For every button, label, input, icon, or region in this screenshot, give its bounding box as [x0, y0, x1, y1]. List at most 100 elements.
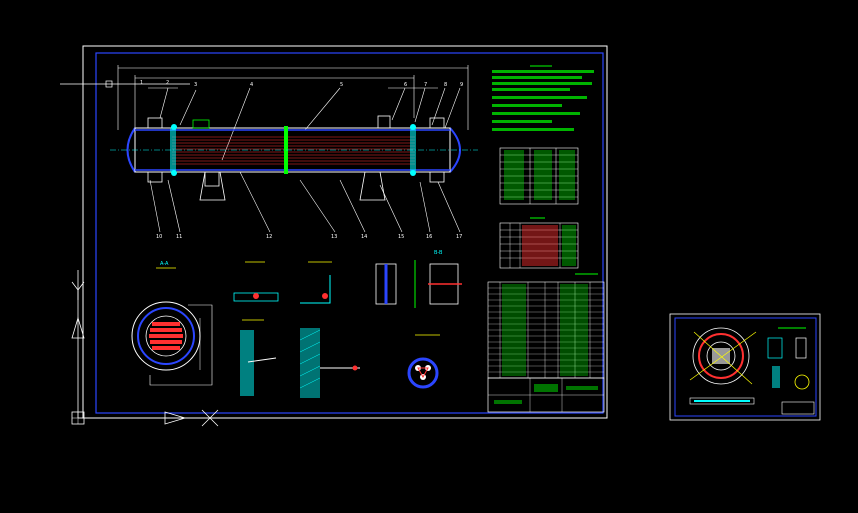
nozzle-bottom-right	[429, 171, 445, 183]
tube-cluster-ring	[407, 357, 439, 389]
requirements-text-block	[492, 112, 580, 115]
secondary-tubesheet-ring	[698, 333, 744, 379]
secondary-bar	[689, 397, 755, 405]
secondary-tubesheet-outer	[692, 327, 750, 385]
parts-list-table	[487, 273, 605, 379]
detail-bar	[247, 357, 277, 363]
detail-view-4[interactable]	[240, 319, 277, 396]
requirements-text-block	[492, 104, 562, 107]
requirements-text-block	[492, 128, 574, 131]
part-number-label: 11	[176, 234, 182, 240]
part-number-label: 8	[444, 82, 447, 88]
nozzle-top-right-2	[429, 117, 445, 129]
crosshair-icon	[201, 409, 219, 427]
nozzle-table	[499, 217, 579, 269]
requirements-text-block	[492, 70, 594, 73]
detail-view-3[interactable]: B-B	[375, 250, 462, 308]
detail-view-1[interactable]	[233, 261, 279, 302]
nozzle-top-mid	[192, 119, 210, 129]
tubesheet-inner-circle	[145, 315, 187, 357]
section-view-a-a[interactable]: A-A	[131, 261, 213, 386]
saddle-support-right	[359, 171, 386, 201]
overall-dimension-lines	[117, 65, 469, 130]
nozzle-bottom-left	[147, 171, 163, 183]
secondary-bar-fill	[694, 400, 750, 402]
hatch-pattern	[299, 329, 321, 389]
secondary-drawing-sheet[interactable]	[669, 313, 821, 421]
weld-marker	[253, 293, 259, 299]
requirements-text-block	[492, 76, 582, 79]
part-number-label: 10	[156, 234, 162, 240]
secondary-detail	[772, 366, 780, 388]
title-block-text	[494, 400, 522, 404]
cursor-pickbox	[105, 80, 113, 88]
top-leader-lines	[159, 87, 461, 161]
technical-requirements	[492, 65, 594, 131]
part-number-label: 5	[340, 82, 343, 88]
flange-marker-3	[171, 170, 177, 176]
secondary-title-block	[781, 401, 815, 415]
tube-hole-pattern	[149, 322, 183, 350]
part-number-label: 6	[404, 82, 407, 88]
secondary-detail	[767, 337, 783, 359]
weld-marker	[352, 365, 358, 371]
secondary-detail-circle	[794, 374, 810, 390]
part-number-label: 3	[194, 82, 197, 88]
section-label: B-B	[434, 250, 443, 256]
bottom-leader-lines	[149, 171, 461, 233]
secondary-inner-border	[674, 317, 817, 417]
secondary-tubesheet-inner	[706, 341, 736, 371]
secondary-detail	[795, 337, 807, 359]
shell-body	[134, 127, 451, 173]
ucs-icon[interactable]	[60, 80, 219, 427]
flange-marker-1	[171, 124, 177, 130]
saddle-support-left	[199, 171, 226, 201]
tube-bundle	[172, 136, 415, 165]
part-number-label: 13	[331, 234, 337, 240]
part-number-label: 16	[426, 234, 432, 240]
section-label: A-A	[160, 261, 169, 267]
part-number-labels: 1 2 3 4 5 6 7 8 9 10 11 12 13 14 15 16 1…	[140, 80, 463, 240]
arrow-icon	[71, 316, 85, 339]
detail-view-6[interactable]	[407, 334, 440, 389]
ucs-x-axis-icon	[164, 411, 187, 425]
ucs-y-axis-icon	[71, 281, 85, 300]
outer-sheet-frame	[82, 45, 608, 419]
part-number-label: 7	[424, 82, 427, 88]
part-number-label: 4	[250, 82, 253, 88]
tube-triangle	[417, 367, 429, 379]
tubesheet-bolt-circle	[137, 307, 195, 365]
heat-exchanger-vessel[interactable]	[110, 115, 478, 201]
part-number-label: 2	[166, 80, 169, 86]
part-number-label: 9	[460, 82, 463, 88]
nozzle-top-right	[377, 115, 391, 129]
requirements-text-block	[492, 88, 570, 91]
detail-corner	[300, 275, 331, 304]
weld-marker	[322, 293, 328, 299]
detail-plate	[240, 330, 254, 396]
left-head	[126, 127, 136, 173]
requirements-text-block	[492, 96, 587, 99]
detail-view-5[interactable]	[299, 328, 360, 398]
secondary-diagonal	[693, 331, 753, 385]
flange-marker-2	[410, 124, 416, 130]
part-number-label: 1	[140, 80, 143, 86]
title-block	[487, 377, 605, 413]
design-data-table	[499, 147, 579, 205]
section-dimension-box	[149, 304, 213, 386]
nozzle-top-left	[147, 117, 163, 129]
secondary-sheet-frame	[669, 313, 821, 421]
title-block-text	[566, 386, 598, 390]
secondary-diagonal	[689, 331, 757, 381]
main-drawing-sheet[interactable]: 1 2 3 4 5 6 7 8 9 10 11 12 13 14 15 16 1…	[82, 45, 608, 419]
flange-marker-4	[410, 170, 416, 176]
part-number-label: 14	[361, 234, 367, 240]
inner-sheet-border	[95, 52, 604, 414]
part-number-label: 17	[456, 234, 462, 240]
title-block-text	[534, 384, 558, 392]
table-frame	[499, 222, 579, 269]
nozzle-bottom-mid	[204, 171, 220, 187]
detail-view-2[interactable]	[300, 261, 332, 304]
part-number-label: 15	[398, 234, 404, 240]
